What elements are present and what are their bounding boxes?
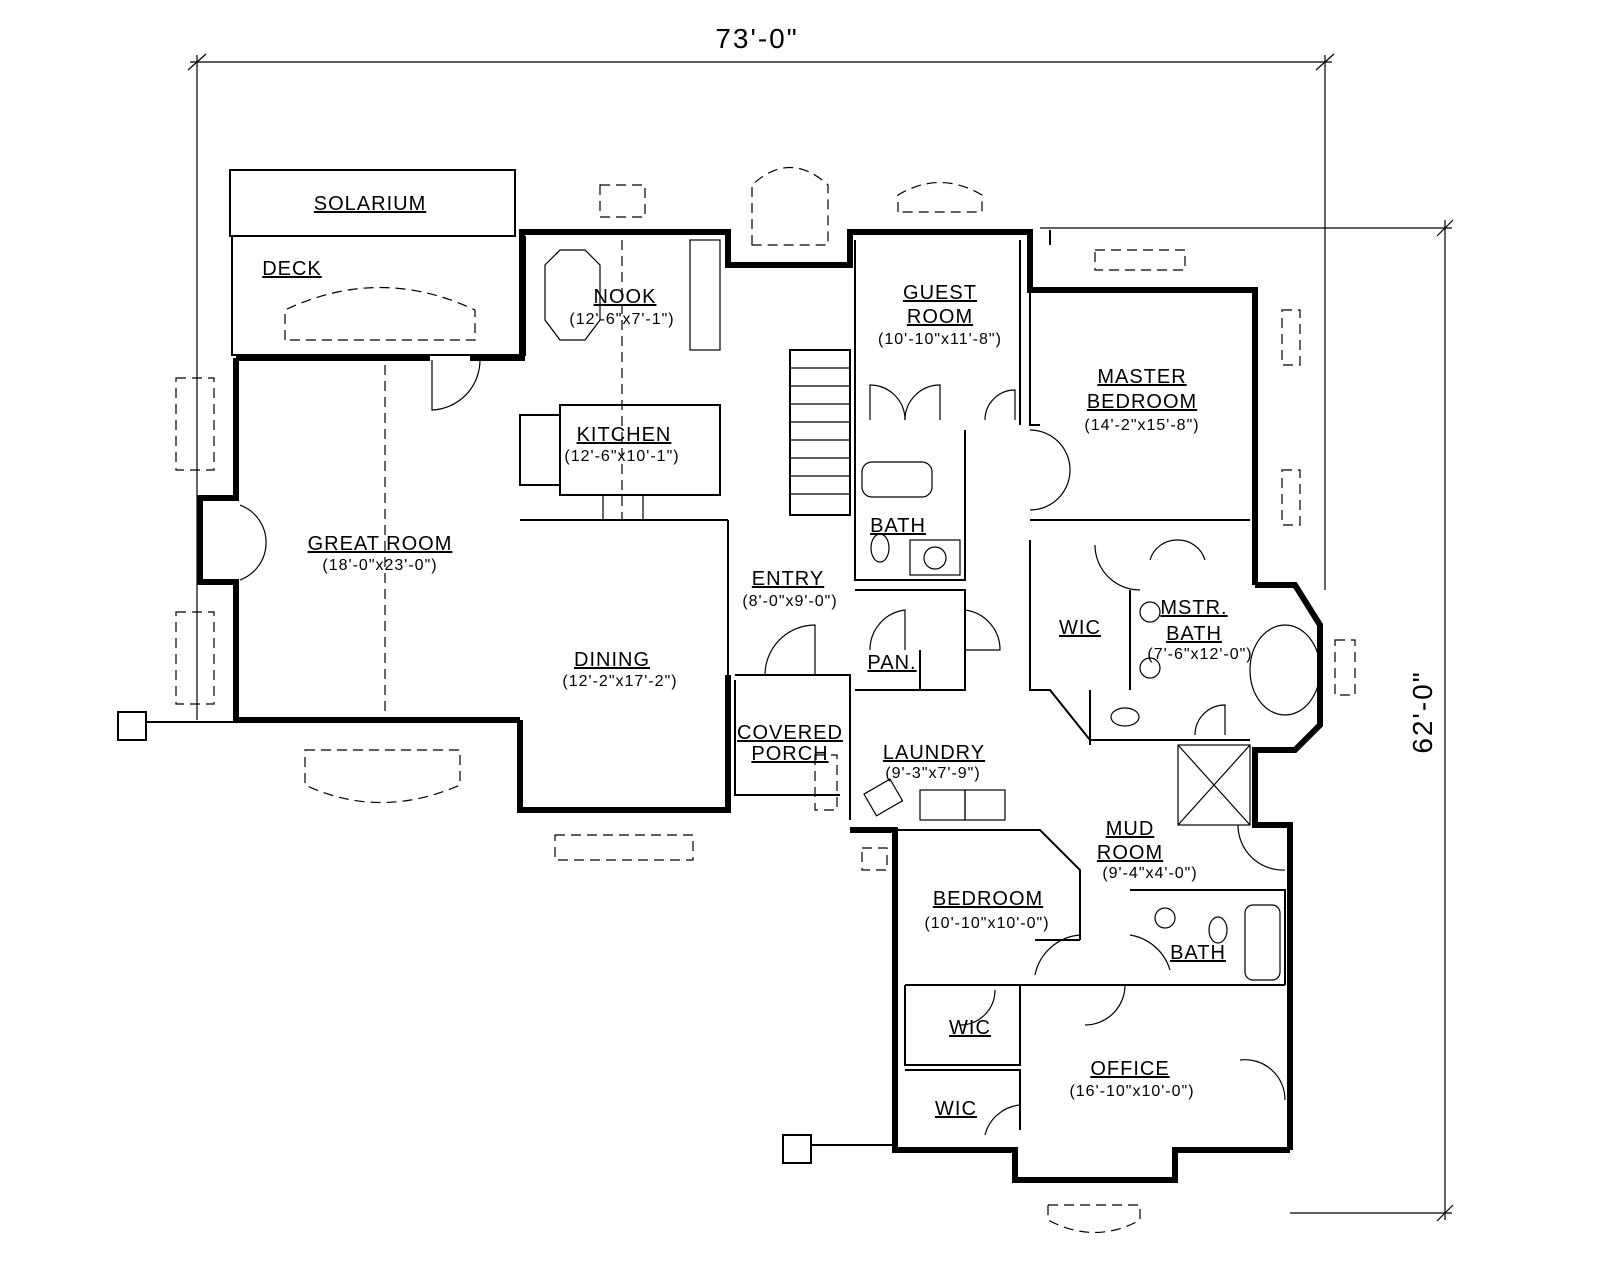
room-master-bath-name-1: MSTR. [1160,597,1227,619]
width-dimension: 73'-0" [187,23,1335,720]
dashed-outlines [175,166,1356,1233]
room-office-name: OFFICE [1090,1058,1169,1080]
room-great-room-name: GREAT ROOM [308,533,453,555]
room-great-room-size: (18'-0"x23'-0") [322,557,437,574]
room-solarium-name: SOLARIUM [314,193,426,215]
toilet [870,533,890,563]
dryer [964,789,1006,821]
room-master-wic-name: WIC [1059,617,1101,639]
shower [1177,744,1251,826]
depth-dimension: 62'-0" [1040,219,1454,1222]
bathtub [861,461,933,498]
room-covered-porch-name-1: COVERED [737,722,843,744]
room-bedroom-name: BEDROOM [933,888,1043,910]
room-guest-room-name-2: ROOM [907,306,973,328]
room-nook-size: (12'-6"x7'-1") [569,311,674,328]
room-kitchen-name: KITCHEN [577,424,672,446]
room-guest-room-size: (10'-10"x11'-8") [878,331,1002,348]
room-guest-bath-name: BATH [870,515,926,537]
doors [239,359,1286,1136]
walls [197,169,1323,1183]
room-entry-name: ENTRY [752,568,824,590]
room-wic-2-name: WIC [949,1017,991,1039]
staircase [790,367,850,495]
room-laundry-name: LAUNDRY [883,742,985,764]
room-office-size: (16'-10"x10'-0") [1069,1083,1194,1100]
room-deck-name: DECK [262,258,322,280]
room-master-bedroom-size: (14'-2"x15'-8") [1084,417,1199,434]
room-master-bath-size: (7'-6"x12'-0") [1147,646,1252,663]
room-master-bath-name-2: BATH [1166,623,1222,645]
room-nook-name: NOOK [594,286,657,308]
room-mud-room-size: (9'-4"x4'-0") [1102,865,1197,882]
room-entry-size: (8'-0"x9'-0") [742,593,837,610]
room-dining-name: DINING [574,649,650,671]
room-bedroom-size: (10'-10"x10'-0") [924,915,1049,932]
room-labels: SOLARIUM DECK NOOK (12'-6"x7'-1") KITCHE… [262,193,1252,1120]
bathtub-2 [1244,904,1281,981]
washer [919,789,966,821]
sink [923,546,947,570]
room-mud-room-name-1: MUD [1106,818,1155,840]
room-wic-3-name: WIC [935,1098,977,1120]
room-guest-room-name-1: GUEST [903,282,977,304]
room-master-bedroom-name-2: BEDROOM [1087,391,1197,413]
width-dimension-label: 73'-0" [715,23,798,54]
master-tub [1249,624,1321,716]
fixtures [117,239,1321,1164]
room-kitchen-size: (12'-6"x10'-1") [564,448,679,465]
kitchen-sink [602,494,644,521]
room-laundry-size: (9'-3"x7'-9") [885,765,980,782]
room-pantry-name: PAN. [867,652,916,674]
depth-dimension-label: 62'-0" [1407,670,1438,753]
room-bath-2-name: BATH [1170,942,1226,964]
cooktop [519,414,561,486]
room-covered-porch-name-2: PORCH [751,743,828,765]
room-master-bedroom-name-1: MASTER [1097,366,1186,388]
room-dining-size: (12'-2"x17'-2") [562,673,677,690]
room-mud-room-name-2: ROOM [1097,842,1163,864]
